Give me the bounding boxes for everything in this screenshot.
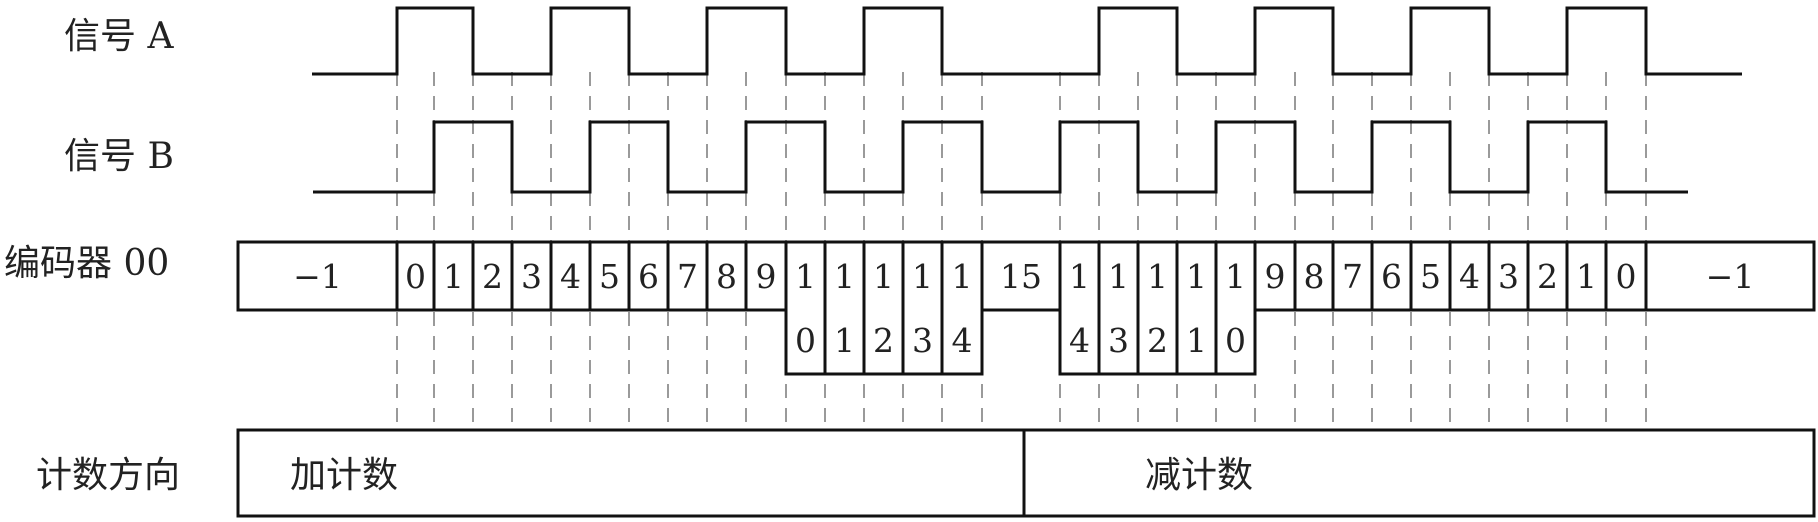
label-encoder: 编码器 00: [4, 243, 169, 284]
encoder-cell-value: 0: [1616, 257, 1637, 296]
encoder-cell-digit: 1: [834, 321, 855, 360]
encoder-cell-digit: 2: [1147, 321, 1168, 360]
encoder-cell-value: 9: [756, 257, 777, 296]
label-signal-a: 信号 A: [64, 16, 174, 57]
encoder-cell-value: 1: [873, 257, 894, 296]
encoder-cell-value: 1: [912, 257, 933, 296]
direction-row: 加计数 减计数: [236, 428, 1816, 518]
label-direction: 计数方向: [36, 455, 180, 496]
encoder-cell-value: 6: [1381, 257, 1402, 296]
encoder-cell-digit: 3: [912, 321, 933, 360]
signal-a-waveform: [312, 6, 1742, 76]
encoder-cell-value: 1: [834, 257, 855, 296]
direction-up-label: 加计数: [290, 455, 398, 496]
encoder-cell-value: 9: [1265, 257, 1286, 296]
label-signal-b: 信号 B: [64, 136, 174, 177]
timing-guide-lines: [396, 72, 1647, 432]
encoder-cell-value: 1: [1225, 257, 1246, 296]
encoder-cell-value: 1: [443, 257, 464, 296]
encoder-cell-digit: 0: [795, 321, 816, 360]
encoder-cell-value: 6: [638, 257, 659, 296]
encoder-cell-value: 1: [795, 257, 816, 296]
encoder-cell-value: 7: [677, 257, 698, 296]
encoder-cell-value: 8: [716, 257, 737, 296]
encoder-cell-digit: 1: [1186, 321, 1207, 360]
direction-down-label: 减计数: [1145, 455, 1253, 496]
encoder-cell-digit: 4: [952, 321, 973, 360]
encoder-cell-value: 8: [1304, 257, 1325, 296]
encoder-cell-digit: 0: [1225, 321, 1246, 360]
encoder-cell-digit: 4: [1069, 321, 1090, 360]
encoder-cell-digit: 3: [1108, 321, 1129, 360]
encoder-cell-value: 1: [1147, 257, 1168, 296]
encoder-cell: [1644, 240, 1816, 312]
encoder-cell-value: −1: [293, 257, 342, 296]
encoder-cell-value: −1: [1706, 257, 1755, 296]
encoder-cell-value: 2: [1537, 257, 1558, 296]
encoder-cell-value: 5: [599, 257, 620, 296]
encoder-cell-value: 5: [1420, 257, 1441, 296]
encoder-cell-value: 15: [1000, 257, 1042, 296]
encoder-cell-value: 1: [1186, 257, 1207, 296]
encoder-cell-value: 2: [482, 257, 503, 296]
encoder-cell-value: 4: [1459, 257, 1480, 296]
encoder-cell-value: 3: [1498, 257, 1519, 296]
encoder-cell-value: 7: [1342, 257, 1363, 296]
signal-b-waveform: [313, 120, 1688, 194]
encoder-cell-value: 3: [521, 257, 542, 296]
encoder-cell-value: 0: [405, 257, 426, 296]
encoder-cell-digit: 2: [873, 321, 894, 360]
encoder-cell-value: 1: [952, 257, 973, 296]
encoder-cell-value: 4: [560, 257, 581, 296]
encoder-cell-value: 1: [1108, 257, 1129, 296]
encoder-cell-value: 1: [1576, 257, 1597, 296]
direction-down-box: [1022, 428, 1816, 518]
encoder-cell-value: 1: [1069, 257, 1090, 296]
